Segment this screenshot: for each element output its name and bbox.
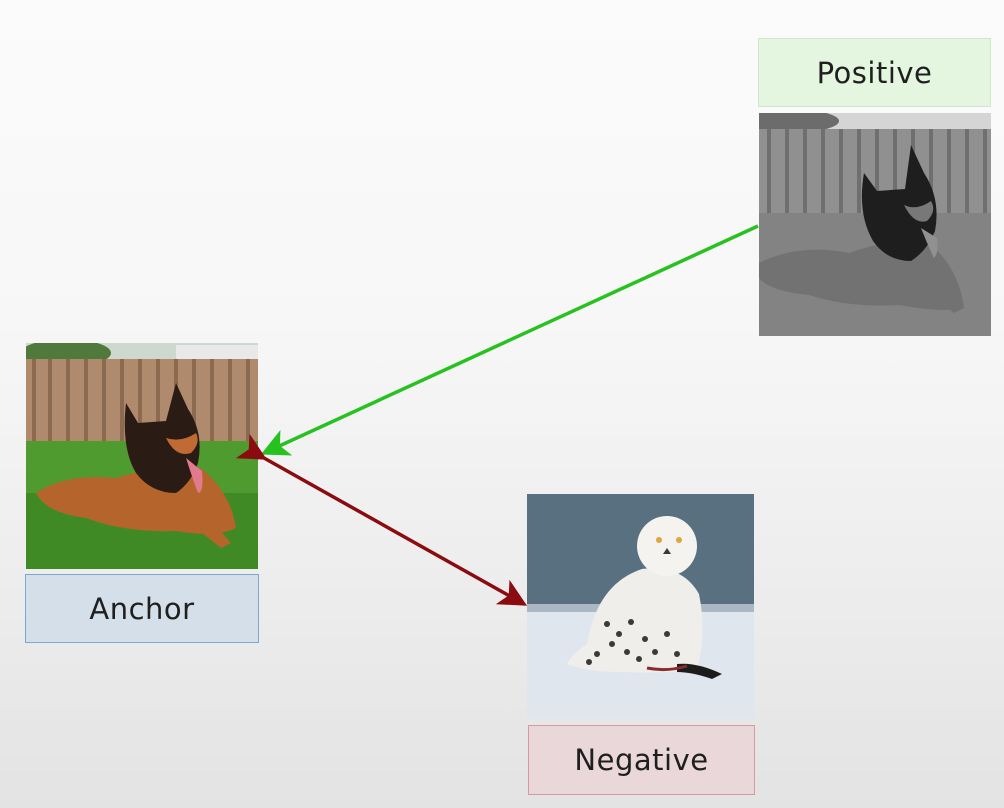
positive-arrow: [260, 224, 759, 456]
negative-owl-image: [527, 494, 754, 719]
negative-label: Negative: [528, 725, 755, 795]
anchor-label: Anchor: [25, 574, 259, 643]
positive-label: Positive: [758, 38, 991, 107]
positive-dog-image: [759, 113, 991, 336]
anchor-dog-image: [26, 343, 258, 569]
negative-arrow: [235, 433, 528, 606]
